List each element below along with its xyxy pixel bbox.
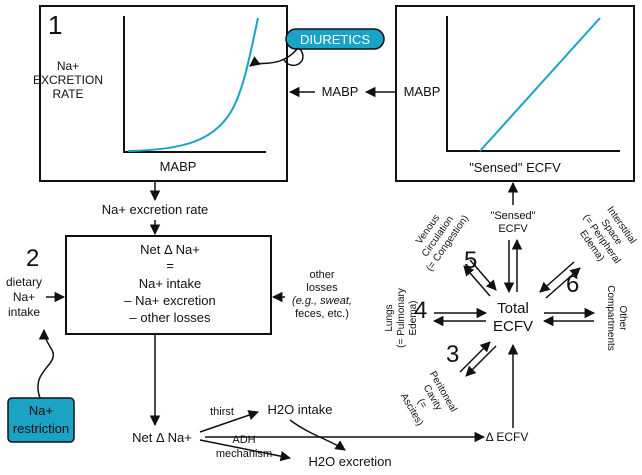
delta-ecfv-label: Δ ECFV (486, 430, 529, 444)
diuretics-loop (283, 48, 304, 66)
lungs-line3: Edema) (408, 300, 419, 335)
arrow-peritoneal-to-total (459, 341, 491, 373)
diuretics-pill (285, 28, 385, 50)
dietary-line1: dietary (6, 275, 42, 289)
other-losses-line1: other (309, 269, 334, 281)
arrow-adh (199, 439, 292, 462)
panel-1-ylabel-line1: Na+ (57, 59, 79, 73)
panel-1-axes (123, 16, 266, 153)
panel-1-ylabel-line2: EXCRETION (33, 73, 103, 87)
compartment-3-number: 3 (446, 341, 459, 368)
right-panel-box (395, 5, 635, 182)
lungs-line2: (= Pulmonary (396, 288, 407, 348)
right-panel-axes (446, 16, 620, 152)
other-losses-line2: losses (306, 282, 338, 294)
h2o-intake-label: H2O intake (267, 402, 332, 417)
lungs-line1: Lungs (384, 304, 395, 331)
mid-mabp-label: MABP (322, 84, 359, 99)
adh-line2: mechanism (216, 448, 272, 460)
other-compartments-label: Other Compartments (605, 285, 628, 351)
ecfv-exchange-arrows (432, 238, 596, 377)
panel-1-ylabel-line3: RATE (52, 87, 83, 101)
arrow-intake-to-excretion (289, 419, 346, 451)
total-ecfv-line2: ECFV (493, 318, 533, 335)
venous-label: Venous Circulation (= Congestion) (414, 213, 471, 274)
bottom-net-delta: Net Δ Na+ (132, 430, 192, 445)
na-restriction-line2: restriction (13, 421, 69, 436)
right-panel-line (479, 17, 601, 152)
other-line2: Compartments (605, 285, 616, 351)
panel-1-box (39, 5, 288, 182)
compartment-6-number: 6 (566, 271, 579, 298)
balance-line1: Na+ intake (139, 276, 202, 291)
balance-box-text: Net Δ Na+ = Na+ intake – Na+ excretion –… (124, 242, 215, 325)
restriction-arrow (37, 328, 55, 399)
other-losses-line3: (e.g., sweat, (292, 295, 352, 307)
balance-box (65, 235, 272, 335)
arrow-total-to-interstitial (545, 267, 581, 299)
arrow-total-to-venous (463, 265, 491, 297)
panel-1-curve (127, 17, 259, 152)
panel-1-number: 1 (48, 10, 62, 40)
interstitial-label: Interstitial Space (= Peripheral Edema) (577, 205, 638, 266)
panel-1-xlabel: MABP (160, 159, 197, 174)
balance-title: Net Δ Na+ (140, 242, 200, 257)
right-panel-mabp-label: MABP (404, 84, 441, 99)
panel-1-ylabel: Na+ EXCRETION RATE (33, 59, 103, 101)
arrow-interstitial-to-total (539, 261, 575, 293)
lungs-label: Lungs (= Pulmonary Edema) (384, 288, 419, 348)
arrow-venous-to-total (469, 259, 497, 291)
balance-line2: – Na+ excretion (124, 293, 215, 308)
adh-line1: ADH (232, 434, 255, 446)
balance-equals: = (166, 258, 174, 273)
other-losses-label: other losses (e.g., sweat, feces, etc.) (292, 269, 352, 320)
right-panel-xlabel: "Sensed" ECFV (469, 160, 561, 175)
na-excretion-rate-label: Na+ excretion rate (102, 202, 209, 217)
dietary-intake-label: dietary Na+ intake (6, 275, 42, 319)
diuretics-label: DIURETICS (300, 32, 370, 47)
arrow-total-to-peritoneal (465, 345, 497, 377)
diuretics-arrow (249, 47, 299, 67)
na-restriction-box (7, 397, 75, 443)
sensed-ecfv-line1: "Sensed" (490, 210, 535, 222)
balance-line3: – other losses (130, 310, 211, 325)
dietary-line3: intake (8, 305, 40, 319)
sensed-ecfv-line2: ECFV (498, 223, 528, 235)
total-ecfv-line1: Total (497, 300, 529, 317)
peritoneal-line4: Ascites) (398, 392, 425, 428)
other-losses-line4: feces, etc.) (295, 308, 349, 320)
other-line1: Other (617, 305, 628, 331)
h2o-excretion-label: H2O excretion (308, 454, 391, 469)
na-restriction-line1: Na+ (29, 403, 53, 418)
compartment-5-number: 5 (464, 247, 477, 274)
thirst-label: thirst (210, 406, 234, 418)
arrow-thirst (199, 410, 259, 433)
peritoneal-label: Peritoneal Cavity (= Ascites) (398, 370, 459, 428)
panel-2-number: 2 (26, 245, 39, 272)
compartment-4-number: 4 (414, 297, 427, 324)
dietary-line2: Na+ (13, 290, 35, 304)
